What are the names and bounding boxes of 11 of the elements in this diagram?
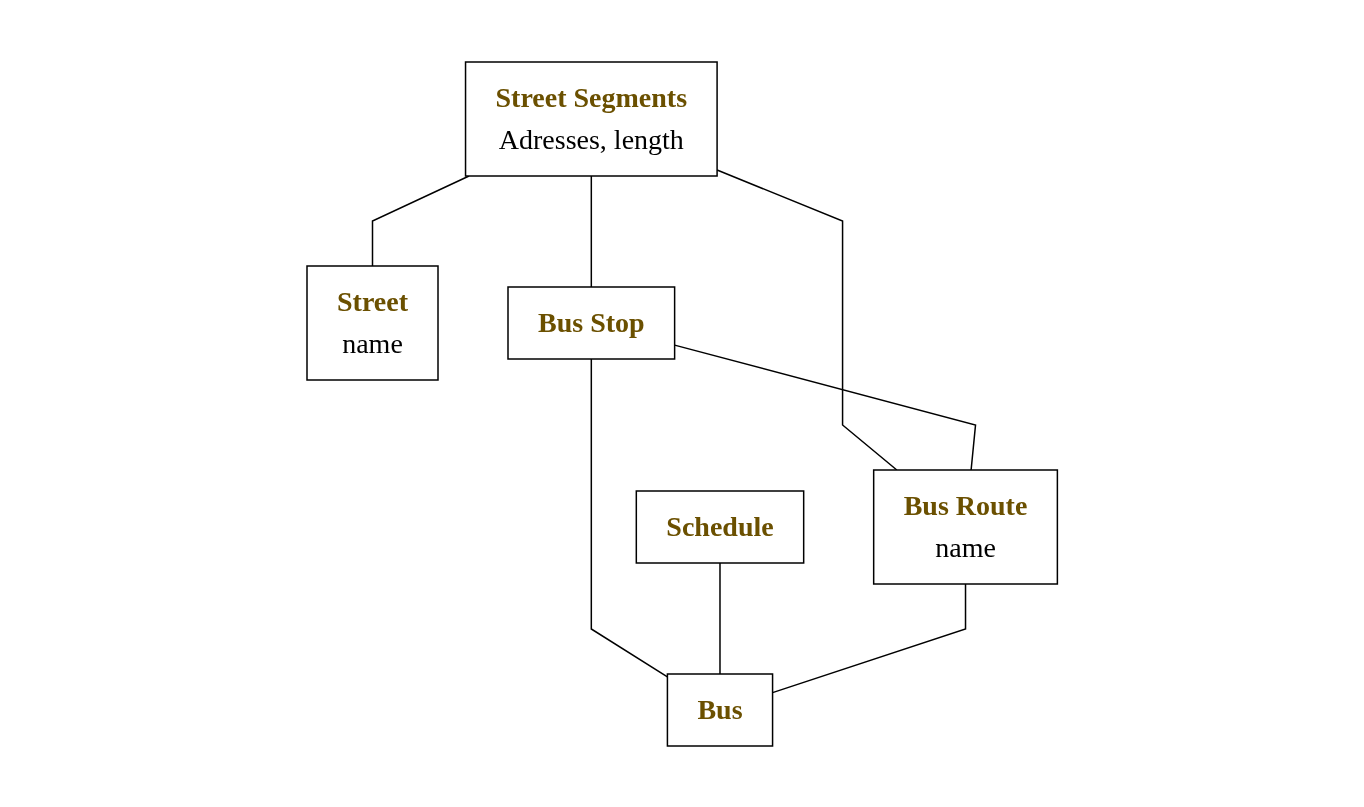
connector xyxy=(590,357,668,678)
connector xyxy=(719,561,721,675)
node-box: Street Segments Adresses, length xyxy=(464,60,718,177)
node-box: Schedule xyxy=(635,489,805,564)
node-box: Bus Route name xyxy=(872,468,1058,585)
connector xyxy=(371,174,470,267)
node-box: Street name xyxy=(306,264,439,381)
connector xyxy=(590,174,592,288)
connector xyxy=(716,168,898,471)
node-box: Bus Stop xyxy=(507,285,676,360)
node-box: Bus xyxy=(666,672,774,747)
